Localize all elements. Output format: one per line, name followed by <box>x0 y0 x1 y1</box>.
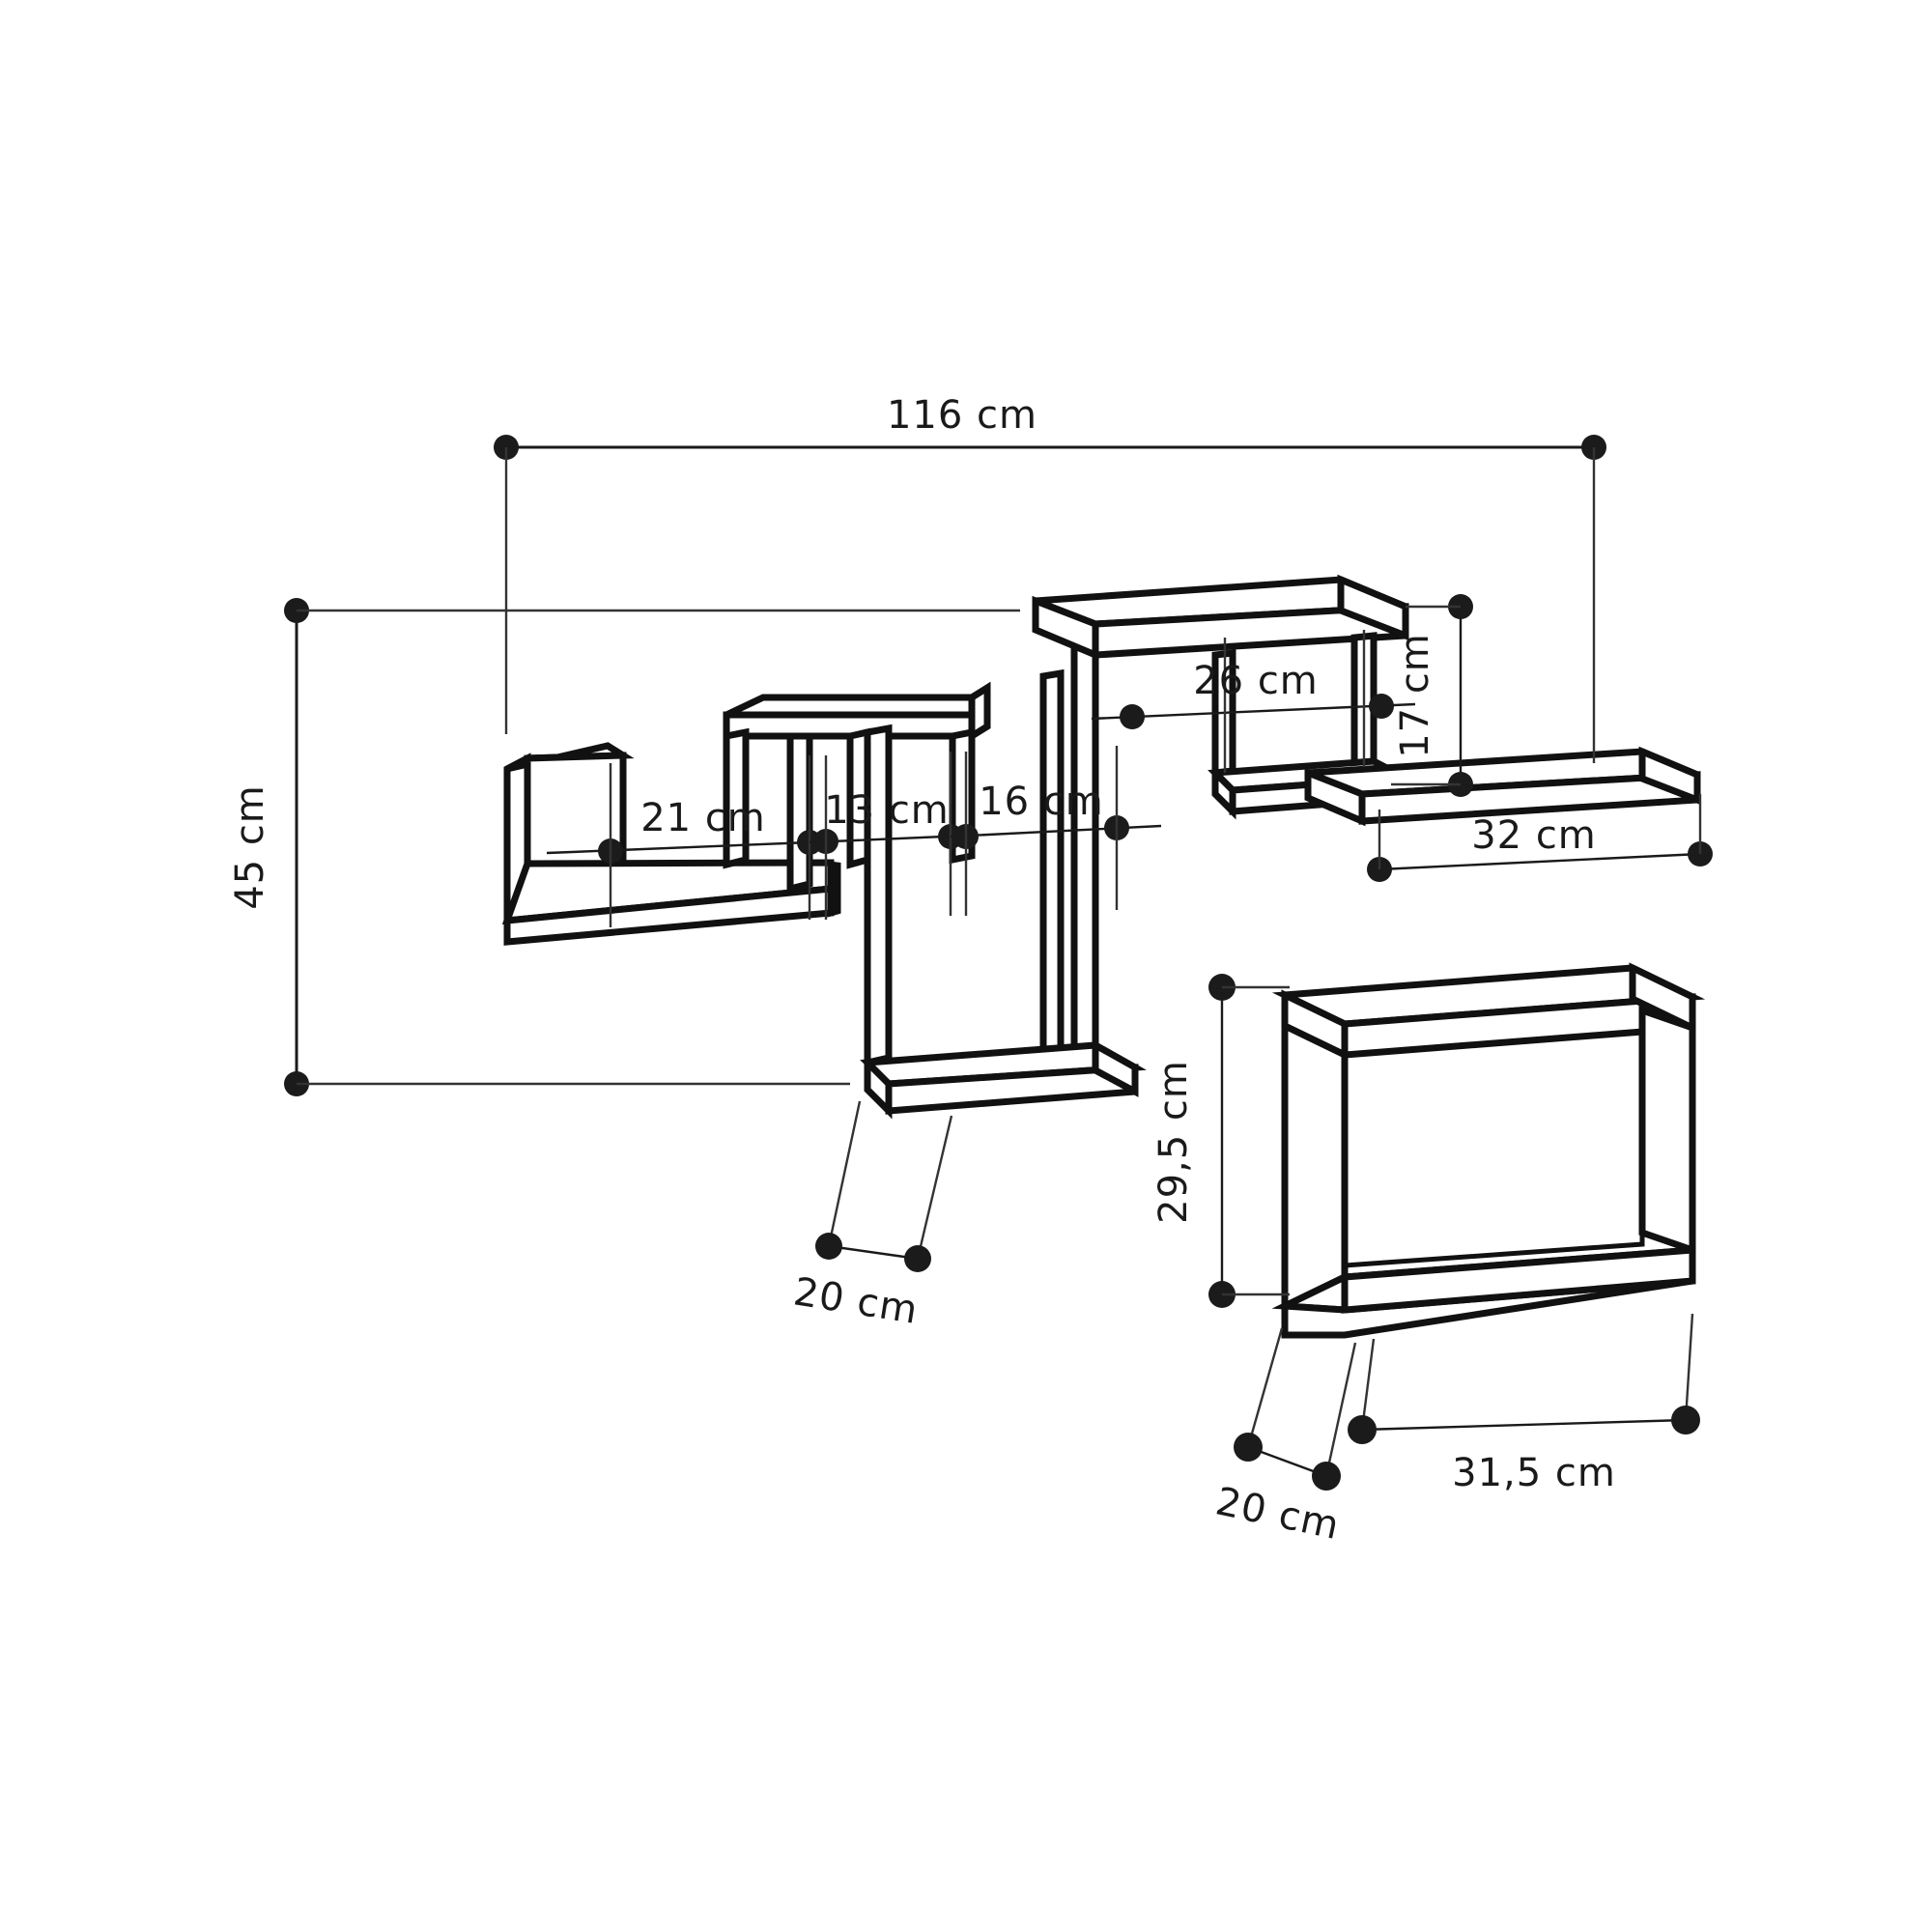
dim-endpoint-dot <box>1120 704 1145 729</box>
open-box-shelf <box>1271 962 1706 1339</box>
dim-tall-shelf-depth: 20 cm <box>790 1100 953 1333</box>
dim-box-height: 29,5 cm <box>1151 974 1290 1308</box>
dim-top-shelf-width: 26 cm <box>1091 630 1416 773</box>
dim-box-depth: 20 cm <box>1212 1327 1357 1548</box>
dim-endpoint-dot <box>1234 1433 1263 1462</box>
dim-overall-width: 116 cm <box>494 393 1606 763</box>
dim-label-box-width: 31,5 cm <box>1452 1451 1616 1495</box>
dim-endpoint-dot <box>1671 1406 1700 1435</box>
dim-endpoint-dot <box>815 1233 842 1260</box>
dim-label-tall-shelf-depth: 20 cm <box>790 1269 921 1333</box>
dim-label-riser-height: 17 cm <box>1393 633 1437 758</box>
dim-endpoint-dot <box>1369 694 1394 719</box>
dim-label-small-cube-width: 13 cm <box>824 788 950 833</box>
dim-endpoint-dot <box>904 1245 931 1272</box>
dim-tall-shelf-width: 16 cm <box>950 746 1162 916</box>
dim-label-overall-width: 116 cm <box>887 393 1037 438</box>
dim-riser-height: 17 cm <box>1391 594 1473 797</box>
dim-label-right-shelf-width: 32 cm <box>1471 813 1597 858</box>
dim-endpoint-dot <box>1312 1462 1341 1491</box>
dim-overall-height: 45 cm <box>228 598 1020 1096</box>
dim-box-width: 31,5 cm <box>1348 1313 1700 1495</box>
dim-label-overall-height: 45 cm <box>228 784 272 910</box>
dim-label-top-shelf-width: 26 cm <box>1193 659 1319 703</box>
dim-right-shelf-width: 32 cm <box>1367 794 1713 882</box>
dim-endpoint-dot <box>1348 1415 1377 1444</box>
tall-vertical-shelf <box>860 610 1147 1120</box>
dim-label-box-height: 29,5 cm <box>1151 1060 1196 1224</box>
dim-label-tall-shelf-width: 16 cm <box>979 780 1104 824</box>
left-u-shelf <box>501 710 841 946</box>
dim-label-left-shelf-width: 21 cm <box>640 796 766 840</box>
dim-left-shelf-width: 21 cm <box>546 755 822 927</box>
